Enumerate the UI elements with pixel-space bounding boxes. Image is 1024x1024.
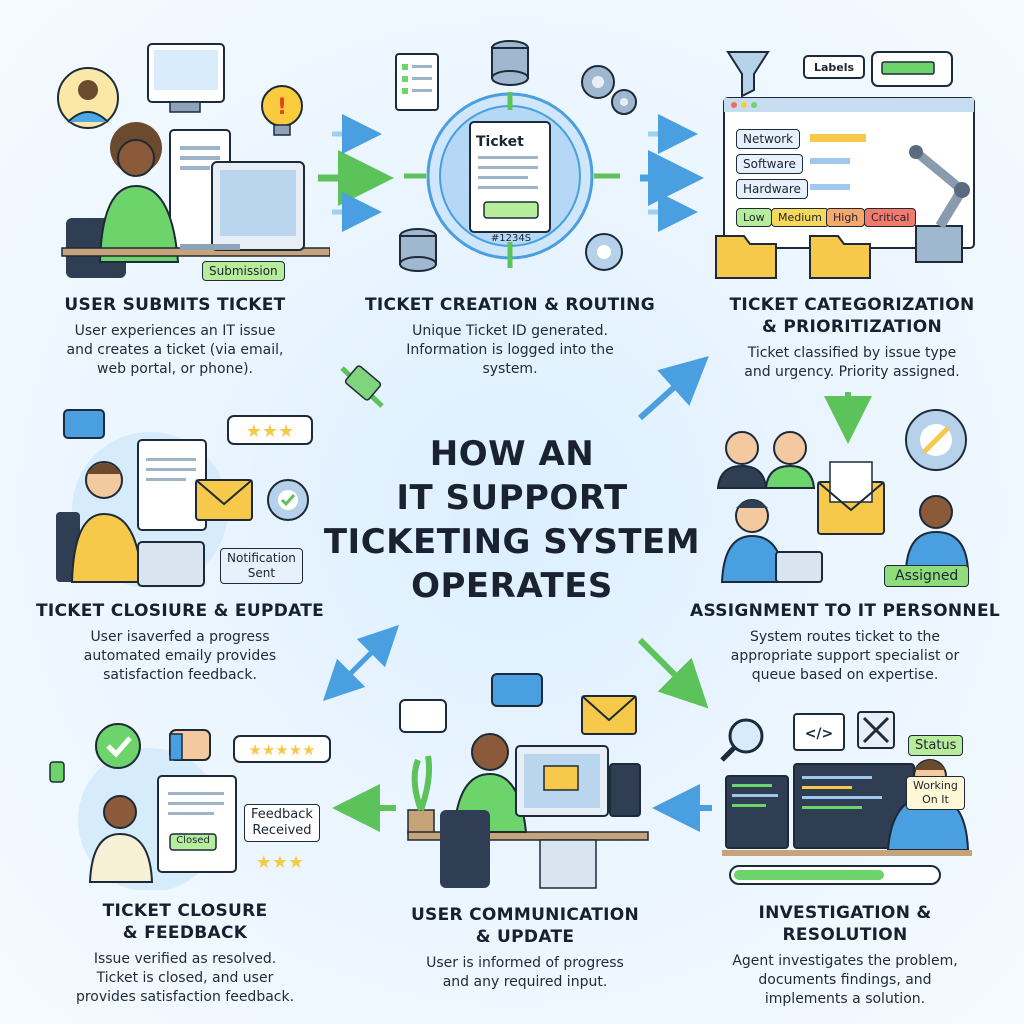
code-icon: </> (793, 713, 845, 751)
communication-caption: USER COMMUNICATION & UPDATE User is info… (380, 904, 670, 992)
notification-sent-badge: Notification Sent (220, 548, 303, 584)
svg-text:!: ! (277, 95, 287, 120)
ticket-id: #1234S (490, 233, 532, 244)
step-description: User isaverfed a progress automated emai… (83, 629, 277, 683)
step-title: TICKET CATEGORIZATION & PRIORITIZATION (729, 295, 975, 337)
server-icon (399, 228, 437, 272)
svg-text:★★★: ★★★ (256, 852, 304, 873)
envelope-icon (817, 461, 885, 535)
status-badge: Status (908, 735, 964, 756)
closed-badge: Closed (176, 835, 210, 846)
step-description: Unique Ticket ID generated. Information … (406, 323, 614, 377)
assigned-badge: Assigned (884, 565, 970, 587)
envelope-icon (195, 479, 253, 521)
step-title: TICKET CREATION & ROUTING (365, 295, 655, 315)
submission-button[interactable]: Submission (202, 261, 285, 281)
svg-text:</>: </> (805, 726, 834, 742)
step-closure-feedback: ★★★★★ ★★★ Closed Feedback Received TICKE… (20, 700, 350, 1010)
feedback-received-badge: Feedback Received (244, 804, 320, 842)
arrow-center-to-3 (637, 355, 709, 421)
step-closure-update: ★★★ Notification Sent TICKET CLOSIURE & (20, 400, 340, 690)
envelope-icon (581, 695, 637, 735)
arrow-center-to-1 (340, 365, 384, 408)
step-description: User experiences an IT issue and creates… (66, 323, 284, 377)
category-software[interactable]: Software (736, 154, 803, 174)
robotic-arm-icon (909, 145, 970, 263)
arrow-center-to-8 (322, 624, 400, 702)
closure-update-caption: TICKET CLOSIURE & EUPDATE User isaverfed… (20, 600, 340, 685)
svg-text:★★★★★: ★★★★★ (248, 741, 315, 759)
svg-text:★★★: ★★★ (246, 421, 294, 442)
assignment-illustration (716, 409, 970, 583)
document-icon (395, 53, 439, 111)
step-description: Ticket classified by issue type and urge… (744, 345, 960, 380)
communication-illustration (399, 673, 649, 889)
ticket-creation-caption: TICKET CREATION & ROUTING Unique Ticket … (360, 294, 660, 379)
categorization-caption: TICKET CATEGORIZATION & PRIORITIZATION T… (700, 294, 1004, 382)
arrow-1-to-2 (318, 114, 394, 232)
step-description: System routes ticket to the appropriate … (730, 629, 960, 683)
gears-icon (581, 65, 637, 115)
priority-high[interactable]: High (826, 208, 866, 227)
plant-icon (407, 755, 435, 835)
priority-low[interactable]: Low (736, 208, 772, 227)
assignment-caption: ASSIGNMENT TO IT PERSONNEL System routes… (680, 600, 1010, 685)
step-description: Issue verified as resolved. Ticket is cl… (75, 951, 295, 1005)
arrow-4-to-5 (637, 637, 709, 709)
step-categorization: Labels Network Software Hardware Low Med… (700, 40, 1004, 390)
step-title: TICKET CLOSIURE & EUPDATE (35, 601, 325, 621)
step-investigation: </> Status Working On It INVEST (700, 700, 1010, 1010)
magnifier-icon (720, 718, 764, 762)
folder-icon (715, 235, 871, 279)
check-gear-icon (267, 479, 309, 521)
step-title: TICKET CLOSURE & FEEDBACK (102, 901, 268, 943)
thumbs-up-icon (169, 729, 211, 761)
step-title: USER COMMUNICATION & UPDATE (410, 905, 640, 947)
user-submits-illustration: ! (57, 43, 330, 278)
investigation-caption: INVESTIGATION & RESOLUTION Agent investi… (680, 902, 1010, 1009)
progress-bar-fill (734, 870, 884, 880)
ticket-label: Ticket (476, 134, 524, 150)
closure-feedback-caption: TICKET CLOSURE & FEEDBACK Issue verified… (20, 900, 350, 1007)
step-title: USER SUBMITS TICKET (64, 295, 286, 315)
step-description: User is informed of progress and any req… (426, 955, 624, 990)
step-assignment: Assigned ASSIGNMENT TO IT PERSONNEL Syst… (680, 400, 1010, 690)
step-ticket-creation: Ticket #1234S TICKET CREATION & ROUTING … (360, 30, 660, 390)
working-on-it-badge: Working On It (906, 776, 965, 810)
gear-icon (585, 233, 623, 271)
step-communication: USER COMMUNICATION & UPDATE User is info… (380, 660, 670, 1000)
step-user-submits: ! Submission USER SUBMITS TICKET User ex… (20, 30, 330, 390)
step-description: Agent investigates the problem, document… (732, 953, 958, 1007)
tools-icon (857, 711, 895, 749)
ticket-creation-illustration (395, 40, 637, 272)
step-title: INVESTIGATION & RESOLUTION (758, 903, 932, 945)
database-icon (491, 40, 529, 86)
wrench-gear-icon (905, 409, 967, 471)
arrow-2-to-3 (640, 114, 704, 232)
main-title: HOW AN IT SUPPORT TICKETING SYSTEM OPERA… (323, 434, 701, 606)
user-submits-caption: USER SUBMITS TICKET User experiences an … (20, 294, 330, 379)
step-title: ASSIGNMENT TO IT PERSONNEL (689, 601, 1001, 621)
closure-feedback-illustration: ★★★★★ ★★★ (49, 723, 331, 890)
priority-medium[interactable]: Medium (771, 208, 829, 227)
category-hardware[interactable]: Hardware (736, 179, 808, 199)
category-network[interactable]: Network (736, 129, 801, 149)
priority-critical[interactable]: Critical (864, 208, 917, 227)
closure-update-illustration: ★★★ (56, 409, 313, 588)
filter-icon (726, 51, 770, 98)
labels-tag: Labels (814, 61, 855, 74)
checkmark-icon (95, 723, 141, 769)
lightbulb-icon: ! (261, 85, 303, 136)
